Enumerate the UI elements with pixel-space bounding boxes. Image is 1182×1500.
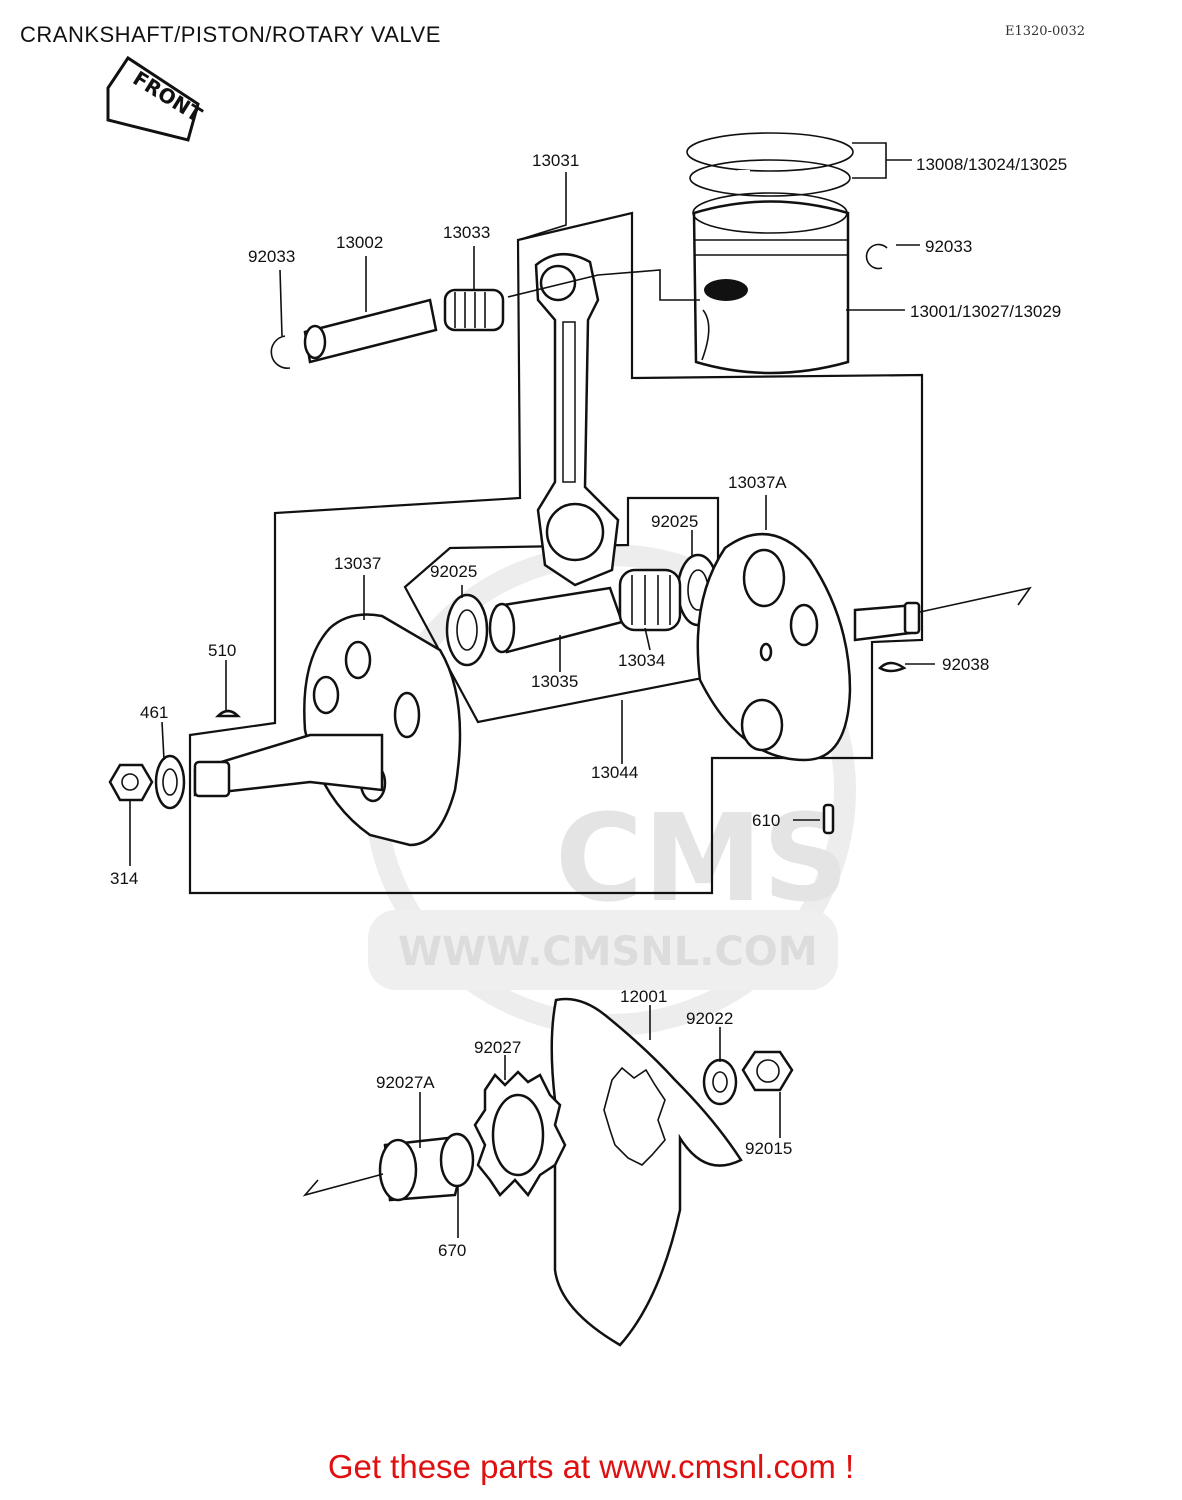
label-92025-left: 92025	[430, 562, 477, 581]
rotary-valve-gear-icon	[473, 1070, 567, 1198]
connecting-rod-icon	[534, 253, 620, 587]
woodruff-key-92038-icon	[877, 661, 907, 673]
label-13037A: 13037A	[728, 473, 787, 492]
label-92033-left: 92033	[248, 247, 295, 266]
woodruff-key-510-icon	[214, 709, 242, 718]
label-610: 610	[752, 811, 780, 830]
label-13033: 13033	[443, 223, 490, 242]
left-clip-icon	[270, 335, 291, 369]
nut-92015-icon	[741, 1050, 794, 1092]
label-92033-right: 92033	[925, 237, 972, 256]
right-axis-arrow	[919, 586, 1032, 613]
crank-pin-icon	[488, 586, 624, 654]
big-end-bearing-icon	[618, 568, 682, 632]
watermark-url: WWW.CMSNL.COM	[398, 929, 818, 975]
assembly-frame	[188, 211, 924, 895]
label-314: 314	[110, 869, 138, 888]
label-92025-right: 92025	[651, 512, 698, 531]
rotary-axis-arrow	[302, 1173, 384, 1197]
watermark-banner	[368, 910, 838, 990]
label-92038: 92038	[942, 655, 989, 674]
flywheel-subframe	[403, 496, 720, 724]
label-13001: 13001/13027/13029	[910, 302, 1061, 321]
label-92022: 92022	[686, 1009, 733, 1028]
label-13044: 13044	[591, 763, 638, 782]
nut-left-icon	[108, 763, 154, 802]
label-510: 510	[208, 641, 236, 660]
pin-610-icon	[822, 803, 835, 835]
watermark-brand: CMS	[555, 790, 849, 929]
label-13037: 13037	[334, 554, 381, 573]
label-670: 670	[438, 1241, 466, 1260]
washer-left-icon	[154, 754, 186, 810]
label-13002: 13002	[336, 233, 383, 252]
part-labels: 13031 13008/13024/13025 13033 13002 9203…	[110, 151, 1067, 1260]
piston-icon	[692, 192, 850, 375]
label-12001: 12001	[620, 987, 667, 1006]
label-92027: 92027	[474, 1038, 521, 1057]
leader-lines	[129, 142, 935, 1238]
label-13031: 13031	[532, 151, 579, 170]
label-92027A: 92027A	[376, 1073, 435, 1092]
collar-92027A-icon	[378, 1132, 475, 1202]
label-461: 461	[140, 703, 168, 722]
diagram-code: E1320-0032	[1005, 24, 1086, 39]
rotary-valve-spline-icon	[603, 1066, 666, 1166]
right-clip-icon	[865, 243, 888, 270]
rotary-valve-disc-icon	[550, 997, 743, 1347]
piston-pin-icon	[303, 298, 438, 364]
left-thrust-washer-icon	[445, 593, 489, 667]
label-13035: 13035	[531, 672, 578, 691]
front-arrow-icon: FRONT	[106, 55, 207, 142]
left-flywheel-icon	[193, 613, 462, 847]
piston-rings-icon	[686, 132, 854, 197]
label-13008: 13008/13024/13025	[916, 155, 1067, 174]
page-title: CRANKSHAFT/PISTON/ROTARY VALVE	[20, 22, 441, 47]
right-flywheel-icon	[696, 532, 921, 762]
washer-92022-icon	[702, 1058, 738, 1106]
label-92015: 92015	[745, 1139, 792, 1158]
label-13034: 13034	[618, 651, 665, 670]
small-end-bearing-icon	[443, 288, 505, 332]
footer-promo-link[interactable]: Get these parts at www.cmsnl.com !	[327, 1448, 855, 1485]
